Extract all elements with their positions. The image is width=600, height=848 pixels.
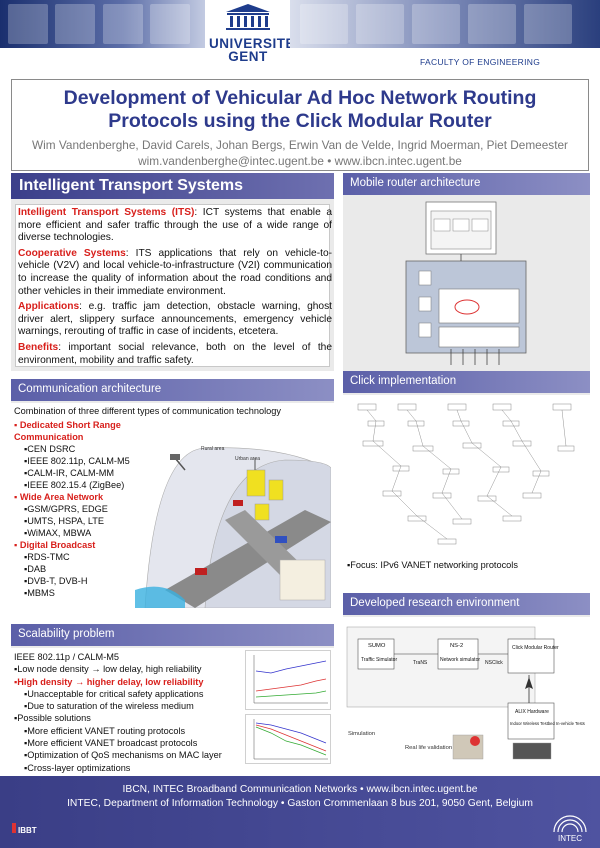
comm-list: ▪ Dedicated Short Range Communication ▪C… [14,420,130,598]
research-diagram: Simulation Real life validation SUMO Tra… [346,626,585,760]
click-router-label: Click Modular Router [512,645,559,651]
logo-line2: GENT [228,49,268,64]
footer-line1: IBCN, INTEC Broadband Communication Netw… [122,784,478,795]
delay-graph [245,650,331,710]
its-panel: Intelligent Transport Systems Intelligen… [11,173,334,371]
header-image-right [290,0,600,48]
footer: IBCN, INTEC Broadband Communication Netw… [0,776,600,848]
ibbt-logo: IBBT [12,823,72,837]
poster-title: Development of Vehicular Ad Hoc Network … [12,87,588,133]
title-box: Development of Vehicular Ad Hoc Network … [11,79,589,171]
ns2-label: NS-2 [450,643,463,649]
its-body: Intelligent Transport Systems (ITS): ICT… [18,207,332,366]
its-heading: Intelligent Transport Systems [11,173,334,199]
comm-illustration: Rural area Urban area [135,446,331,608]
reliability-graph [245,714,331,764]
mobile-router-diagram [405,201,527,365]
authors: Wim Vandenberghe, David Carels, Johan Be… [32,138,568,152]
sumo-label: SUMO [368,643,386,649]
ns2-sub: Network simulator [440,657,480,663]
title-line1: Development of Vehicular Ad Hoc Network … [63,87,537,109]
click-focus: Focus: IPv6 VANET networking protocols [350,560,518,570]
simulation-label: Simulation [348,731,375,737]
click-heading: Click implementation [343,371,590,393]
comm-heading: Communication architecture [11,379,334,401]
scal-list: IEEE 802.11p / CALM-M5 ▪Low node density… [14,652,222,773]
click-graph [357,403,575,545]
nsclick-label: NSClick [485,660,503,666]
title-line2: Protocols using the Click Modular Router [108,110,492,132]
research-heading: Developed research environment [343,593,590,615]
ugent-logo: UNIVERSITEIT GENT [209,2,309,64]
urban-label: Urban area [235,456,260,462]
header-image-left [0,0,205,48]
temple-icon [226,4,270,30]
comm-intro: Combination of three different types of … [14,406,281,416]
click-panel: Click implementation ▪Focus: IPv6 VANET … [343,371,590,583]
trans-label: TraNS [413,660,428,666]
contact: wim.vandenberghe@intec.ugent.be • www.ib… [138,154,462,168]
sumo-sub: Traffic Simulator [361,657,397,663]
alix-sub: Indoor Wireless Testbed In-vehicle Tests [510,721,585,726]
intec-logo: INTEC [548,814,592,843]
footer-line2: INTEC, Department of Information Technol… [67,798,533,809]
scal-heading: Scalability problem [11,624,334,646]
faculty-label: FACULTY OF ENGINEERING [420,57,541,67]
mobile-router-panel: Mobile router architecture [343,173,590,371]
research-panel: Developed research environment Simulatio… [343,593,590,767]
alix-label: ALIX Hardware [515,709,549,715]
logo-line1: UNIVERSITEIT [209,36,309,51]
reallife-label: Real life validation [405,745,452,751]
mobile-heading: Mobile router architecture [343,173,590,195]
rural-label: Rural area [201,446,225,452]
